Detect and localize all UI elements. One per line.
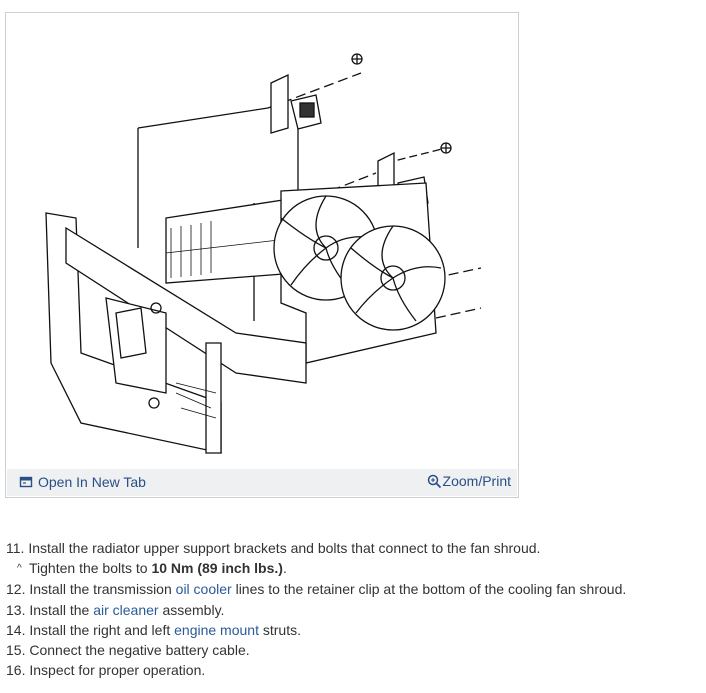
figure-toolbar: Open In New Tab Zoom/Print [7,469,517,496]
step-14: 14. Install the right and left engine mo… [6,620,696,640]
bolt-right [440,142,452,154]
step-text: assembly. [158,601,225,618]
step-number: 11. [6,540,25,556]
open-in-new-tab-label: Open In New Tab [38,474,146,490]
substep-text: Tighten the bolts to [29,560,152,577]
step-text: Install the radiator upper support brack… [28,540,541,556]
zoom-print-label: Zoom/Print [442,473,511,489]
step-number: 14. [6,621,26,638]
step-11-substep: ^ Tighten the bolts to 10 Nm (89 inch lbs… [6,558,696,579]
engine-mount-link[interactable]: engine mount [174,621,259,638]
oil-cooler-link[interactable]: oil cooler [175,581,232,598]
open-in-new-tab-link[interactable]: Open In New Tab [19,474,146,490]
open-tab-icon [19,476,33,488]
radiator-support [45,212,307,454]
diagram-figure: Open In New Tab Zoom/Print [5,12,519,498]
air-cleaner-link[interactable]: air cleaner [93,601,159,618]
step-number: 15. [6,642,26,659]
bolt-top [351,53,363,65]
caret-icon: ^ [17,563,22,575]
step-text: lines to the retainer clip at the bottom… [231,581,627,598]
step-number: 16. [6,662,26,679]
fan-shroud [273,182,446,364]
torque-value: 10 Nm (89 inch lbs.) [151,560,283,577]
step-15: 15. Connect the negative battery cable. [6,640,696,660]
step-text: Install the transmission [29,581,176,598]
step-text: Install the [29,601,94,618]
zoom-print-link[interactable]: Zoom/Print [427,473,511,489]
step-13: 13. Install the air cleaner assembly. [6,600,696,620]
step-11: 11. Install the radiator upper support b… [6,538,696,558]
step-number: 13. [6,601,26,618]
magnifier-icon [427,474,441,488]
instruction-steps: 11. Install the radiator upper support b… [6,538,696,680]
radiator-fan-diagram [45,53,482,454]
upper-bracket-1 [270,73,322,134]
step-text: Connect the negative battery cable. [29,642,250,659]
step-12: 12. Install the transmission oil cooler … [6,579,696,599]
substep-punct: . [282,560,287,577]
step-16: 16. Inspect for proper operation. [6,660,696,680]
step-text: struts. [258,621,301,638]
step-number: 12. [6,581,26,598]
step-text: Install the right and left [29,621,175,638]
step-text: Inspect for proper operation. [29,662,206,679]
